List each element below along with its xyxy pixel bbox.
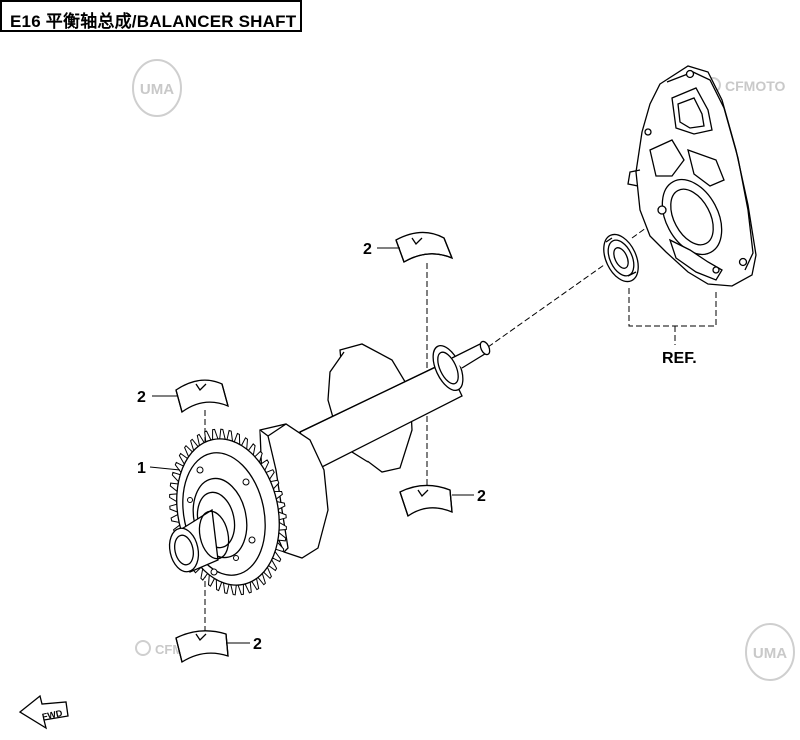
bearing-shell-bottom <box>175 630 229 664</box>
uma-watermark-text: UMA <box>140 81 174 98</box>
balancer-shaft <box>259 340 491 559</box>
callout-bearing-bottom: 2 <box>253 636 262 653</box>
page-title: E16 平衡轴总成/BALANCER SHAFT <box>10 7 296 32</box>
balancer-gear <box>168 428 287 596</box>
ref-label: REF. <box>662 350 697 367</box>
cfmoto-watermark-text: CFMOTO <box>725 78 786 94</box>
oil-seal <box>603 233 639 283</box>
ref-bracket <box>628 288 717 345</box>
title-text: 平衡轴总成/BALANCER SHAFT <box>45 12 297 31</box>
callout-bearing-top: 2 <box>363 241 372 258</box>
callout-bearing-left: 2 <box>137 389 146 406</box>
callout-bearing-right: 2 <box>477 488 486 505</box>
uma-watermark-bottom: UMA <box>745 623 795 681</box>
housing-cover <box>627 65 757 287</box>
bearing-shell-left <box>175 379 229 414</box>
title-box: E16 平衡轴总成/BALANCER SHAFT <box>0 0 302 32</box>
uma-watermark-text: UMA <box>753 645 787 662</box>
bearing-shell-right <box>399 484 453 518</box>
title-code: E16 <box>10 12 41 31</box>
leader-lines <box>149 247 474 644</box>
fwd-label: FWD <box>41 708 64 722</box>
uma-watermark-top: UMA <box>132 59 182 117</box>
fwd-arrow-icon: FWD <box>18 694 69 730</box>
callout-gear: 1 <box>137 460 146 477</box>
bearing-shell-top <box>395 231 454 263</box>
